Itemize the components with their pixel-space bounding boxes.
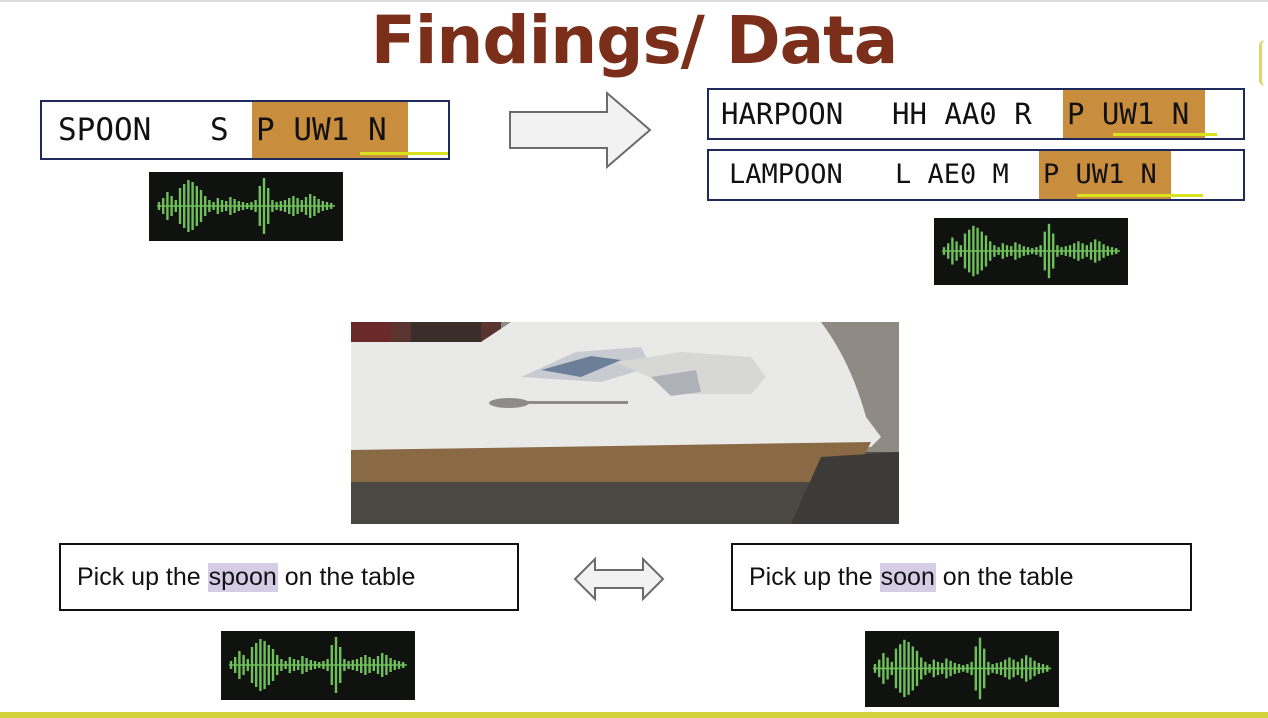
waveform-harpoon-lampoon [934, 218, 1128, 285]
lampoon-prefix-phonemes: L AE0 M [895, 159, 1009, 190]
harpoon-underline [1113, 133, 1217, 136]
harpoon-word: HARPOON [721, 97, 844, 131]
waveform-sentence-right [865, 631, 1059, 707]
right-arrow-icon [509, 90, 652, 170]
waveform-sentence-left [221, 631, 415, 700]
sentence-box-left: Pick up the spoon on the table [59, 543, 519, 611]
lampoon-shared-phonemes: P UW1 N [1039, 151, 1171, 199]
spoon-shared-phonemes: P UW1 N [252, 102, 408, 158]
slide-title: Findings/ Data [370, 2, 899, 79]
sentence-left-highlight: spoon [207, 562, 278, 592]
top-border [0, 0, 1268, 2]
harpoon-shared-phonemes: P UW1 N [1063, 90, 1205, 138]
spoon-underline [360, 152, 448, 155]
harpoon-prefix-phonemes: HH AA0 R [892, 97, 1032, 131]
lampoon-word: LAMPOON [729, 159, 843, 190]
sentence-right-highlight: soon [879, 562, 936, 592]
sentence-right-after: on the table [935, 562, 1074, 591]
sentence-right-before: Pick up the [749, 562, 880, 591]
spoon-on-table-image [351, 322, 899, 524]
spoon-phoneme-box: SPOON S P UW1 N [40, 100, 450, 160]
lampoon-underline [1077, 194, 1203, 197]
spoon-word: SPOON [58, 112, 152, 148]
spoon-prefix-phonemes: S [210, 112, 229, 148]
double-arrow-icon [573, 556, 665, 602]
lampoon-phoneme-box: LAMPOON L AE0 M P UW1 N [707, 149, 1245, 201]
sentence-left-after: on the table [277, 562, 416, 591]
waveform-spoon [149, 172, 343, 241]
slide-edge-mark [1259, 40, 1268, 86]
footer-line [0, 712, 1268, 718]
harpoon-phoneme-box: HARPOON HH AA0 R P UW1 N [707, 88, 1245, 140]
sentence-left-before: Pick up the [77, 562, 208, 591]
sentence-box-right: Pick up the soon on the table [731, 543, 1192, 611]
